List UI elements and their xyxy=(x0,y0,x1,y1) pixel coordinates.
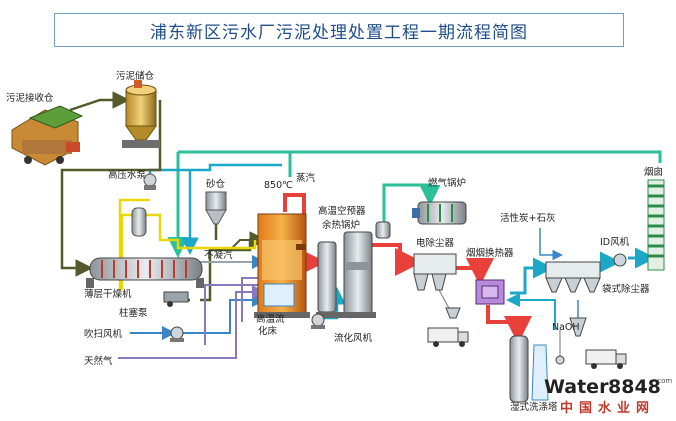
sludge-receiving-bin xyxy=(11,105,84,166)
thin-layer-dryer xyxy=(86,257,204,288)
label-hp-pump: 高压水泵 xyxy=(108,169,147,181)
label-sludge-receiving: 污泥接收仓 xyxy=(6,92,54,104)
label-activated-carbon: 活性炭+石灰 xyxy=(500,212,555,224)
label-naoh: NaOH xyxy=(552,322,580,333)
label-sand-bin: 砂仓 xyxy=(206,178,226,190)
ash-truck-1 xyxy=(427,327,469,347)
sand-bin xyxy=(205,191,227,225)
flue-heat-exchanger xyxy=(475,279,505,305)
watermark-num: 8848 xyxy=(608,376,661,398)
water-vessel xyxy=(131,207,147,237)
label-esp: 电除尘器 xyxy=(416,237,455,249)
purge-fan xyxy=(170,326,184,342)
chimney xyxy=(647,179,665,271)
ash-truck-2 xyxy=(585,349,627,369)
label-wet-scrubber: 湿式洗涤塔 xyxy=(510,401,558,413)
label-fluid-fan: 流化风机 xyxy=(334,332,373,344)
bag-filter xyxy=(545,261,601,337)
id-fan xyxy=(613,253,627,267)
steam-lines xyxy=(167,150,662,258)
air-lines xyxy=(118,277,297,359)
watermark-cn: 中国水业网 xyxy=(560,400,655,416)
carbon-feed-line xyxy=(539,228,563,261)
label-plunger-pump: 柱塞泵 xyxy=(119,307,148,319)
label-preheater-1: 高温空预器 xyxy=(318,205,366,217)
plunger-pump xyxy=(163,291,189,307)
label-thin-dryer: 薄层干燥机 xyxy=(84,288,132,300)
label-sludge-storage: 污泥储仓 xyxy=(116,70,155,82)
watermark: Water 8848 .com 中国水业网 xyxy=(544,376,672,416)
electrostatic-precipitator xyxy=(413,253,461,319)
hp-water-pump xyxy=(143,173,157,190)
watermark-water: Water xyxy=(544,376,609,398)
label-bag-filter: 袋式除尘器 xyxy=(602,283,650,295)
label-fluid-bed-2: 化床 xyxy=(258,325,278,337)
wet-scrubber xyxy=(509,335,565,403)
page-title: 浦东新区污水厂污泥处理处置工程一期流程简图 xyxy=(150,22,528,43)
label-fluid-bed-1: 高温流 xyxy=(256,313,285,325)
label-natural-gas: 天然气 xyxy=(84,355,113,367)
title-box: 浦东新区污水厂污泥处理处置工程一期流程简图 xyxy=(54,13,624,47)
label-gas-boiler: 燃气锅炉 xyxy=(428,177,466,189)
label-temp: 850℃ xyxy=(264,180,293,191)
watermark-com: .com xyxy=(655,377,672,385)
label-preheater-2: 余热锅炉 xyxy=(322,219,360,231)
label-non-condensable: 不凝汽 xyxy=(204,249,233,261)
label-id-fan: ID风机 xyxy=(600,236,630,248)
gas-boiler xyxy=(412,201,467,225)
hot-gas-lines xyxy=(283,193,532,344)
fluidized-bed-furnace xyxy=(254,213,310,318)
sludge-storage-silo xyxy=(122,80,160,148)
label-steam: 蒸汽 xyxy=(296,172,316,184)
label-chimney: 烟囱 xyxy=(644,166,663,178)
label-flue-hx: 烟烟换热器 xyxy=(466,247,514,259)
preheater-boiler xyxy=(316,221,391,318)
label-purge-fan: 吹扫风机 xyxy=(84,328,123,340)
fluidizing-fan xyxy=(311,313,325,329)
